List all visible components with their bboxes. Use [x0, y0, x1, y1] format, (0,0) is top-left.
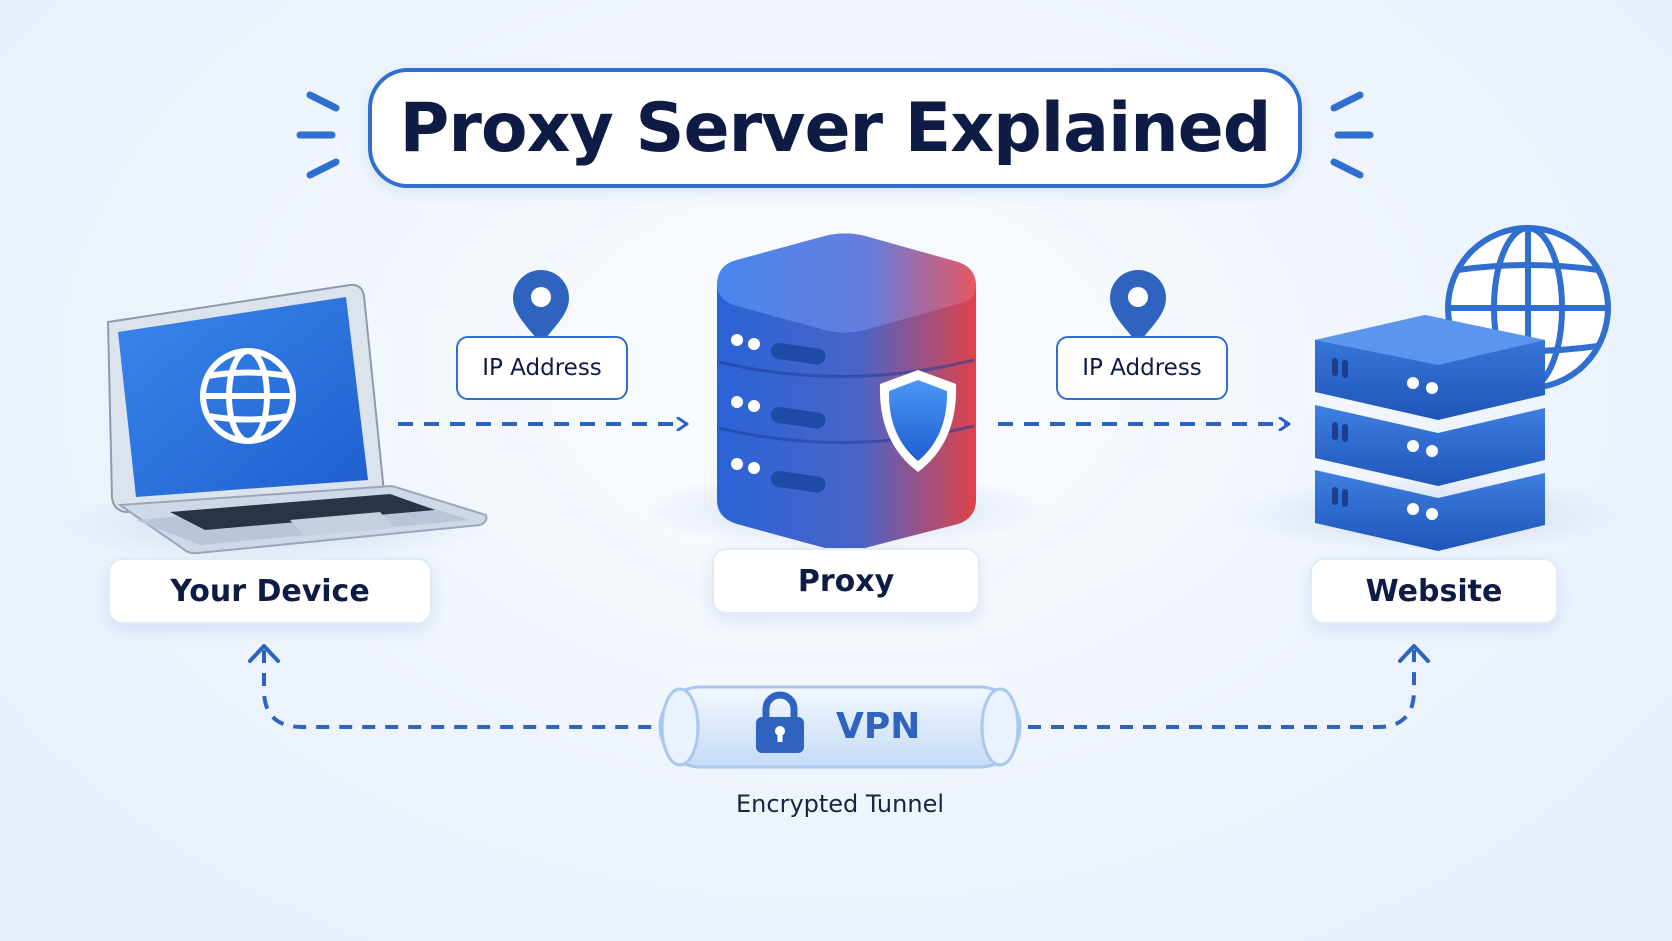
device-label: Your Device — [108, 558, 432, 624]
encrypted-tunnel-caption: Encrypted Tunnel — [736, 790, 944, 818]
globe-icon — [200, 348, 296, 444]
server-icon — [1315, 315, 1545, 551]
arrow-icon — [248, 644, 280, 663]
vpn-label: VPN — [836, 706, 921, 747]
ip-address-label-right: IP Address — [1056, 336, 1228, 400]
arrow-icon — [1398, 644, 1430, 663]
website-label: Website — [1310, 558, 1558, 624]
laptop-icon — [106, 283, 488, 555]
shield-icon — [879, 370, 957, 472]
ip-address-label-left: IP Address — [456, 336, 628, 400]
proxy-label: Proxy — [712, 548, 980, 614]
vpn-tunnel — [658, 685, 1022, 769]
location-pin-icon — [1110, 270, 1166, 344]
title-box: Proxy Server Explained — [368, 68, 1302, 188]
location-pin-icon — [513, 270, 569, 344]
sparkle-left-icon — [296, 91, 340, 179]
vpn-path-right — [982, 650, 1416, 729]
sparkle-right-icon — [1330, 91, 1374, 179]
page-title: Proxy Server Explained — [399, 88, 1272, 168]
lock-icon — [756, 691, 804, 753]
server-icon — [717, 233, 976, 551]
vpn-path-left — [262, 650, 660, 729]
